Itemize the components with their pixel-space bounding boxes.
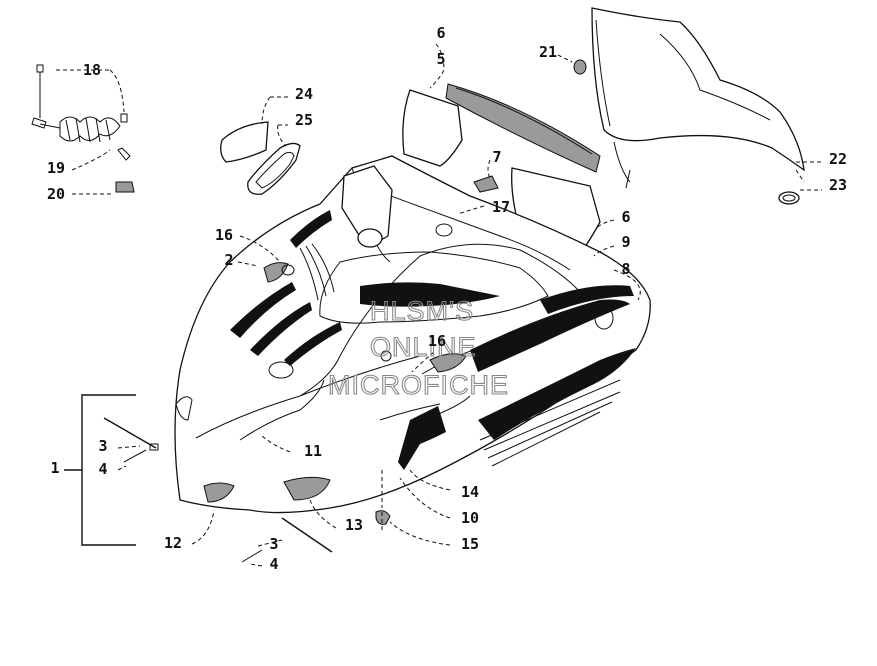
bracket-1 xyxy=(64,394,136,546)
callout-number: 4 xyxy=(269,555,278,573)
watermark-line: MICROFICHE xyxy=(328,370,509,400)
callout-number: 13 xyxy=(345,516,363,534)
callout-number: 15 xyxy=(461,535,479,553)
leader-lines xyxy=(117,205,641,567)
callout-number: 18 xyxy=(83,61,101,79)
callout-number: 17 xyxy=(492,198,510,216)
callout-number: 9 xyxy=(621,233,630,251)
headlight-lens-and-bezel xyxy=(220,96,301,195)
callout-number: 6 xyxy=(621,208,630,226)
watermark-line: HLSM'S xyxy=(370,296,474,326)
callout-number: 16 xyxy=(428,332,446,350)
callout-number: 7 xyxy=(492,148,501,166)
hood-body xyxy=(103,155,651,563)
windshield xyxy=(557,7,822,205)
callout-number: 25 xyxy=(295,111,313,129)
callout-number: 19 xyxy=(47,159,65,177)
callout-number: 1 xyxy=(50,459,59,477)
callout-number: 11 xyxy=(304,442,322,460)
callout-number: 10 xyxy=(461,509,479,527)
watermark-line: ONLINE xyxy=(370,332,477,362)
callout-number: 12 xyxy=(164,534,182,552)
callout-number: 8 xyxy=(621,260,630,278)
callout-number: 21 xyxy=(539,43,557,61)
headlight-adjuster-assembly xyxy=(31,64,135,195)
callout-number: 16 xyxy=(215,226,233,244)
callout-number: 20 xyxy=(47,185,65,203)
callout-number: 3 xyxy=(269,535,278,553)
callout-number: 4 xyxy=(98,460,107,478)
callout-number: 24 xyxy=(295,85,313,103)
callout-number: 2 xyxy=(224,251,233,269)
callout-labels: 18 24 25 19 20 6 5 21 22 23 7 17 6 9 8 16 2 16 11 3 4 1 14 13 10… xyxy=(47,24,847,573)
callout-number: 5 xyxy=(436,50,445,68)
callout-number: 22 xyxy=(829,150,847,168)
callout-number: 23 xyxy=(829,176,847,194)
watermark: HLSM'S ONLINE MICROFICHE xyxy=(327,295,509,400)
callout-number: 14 xyxy=(461,483,479,501)
callout-number: 3 xyxy=(98,437,107,455)
callout-number: 6 xyxy=(436,24,445,42)
windshield-decals xyxy=(402,43,615,249)
